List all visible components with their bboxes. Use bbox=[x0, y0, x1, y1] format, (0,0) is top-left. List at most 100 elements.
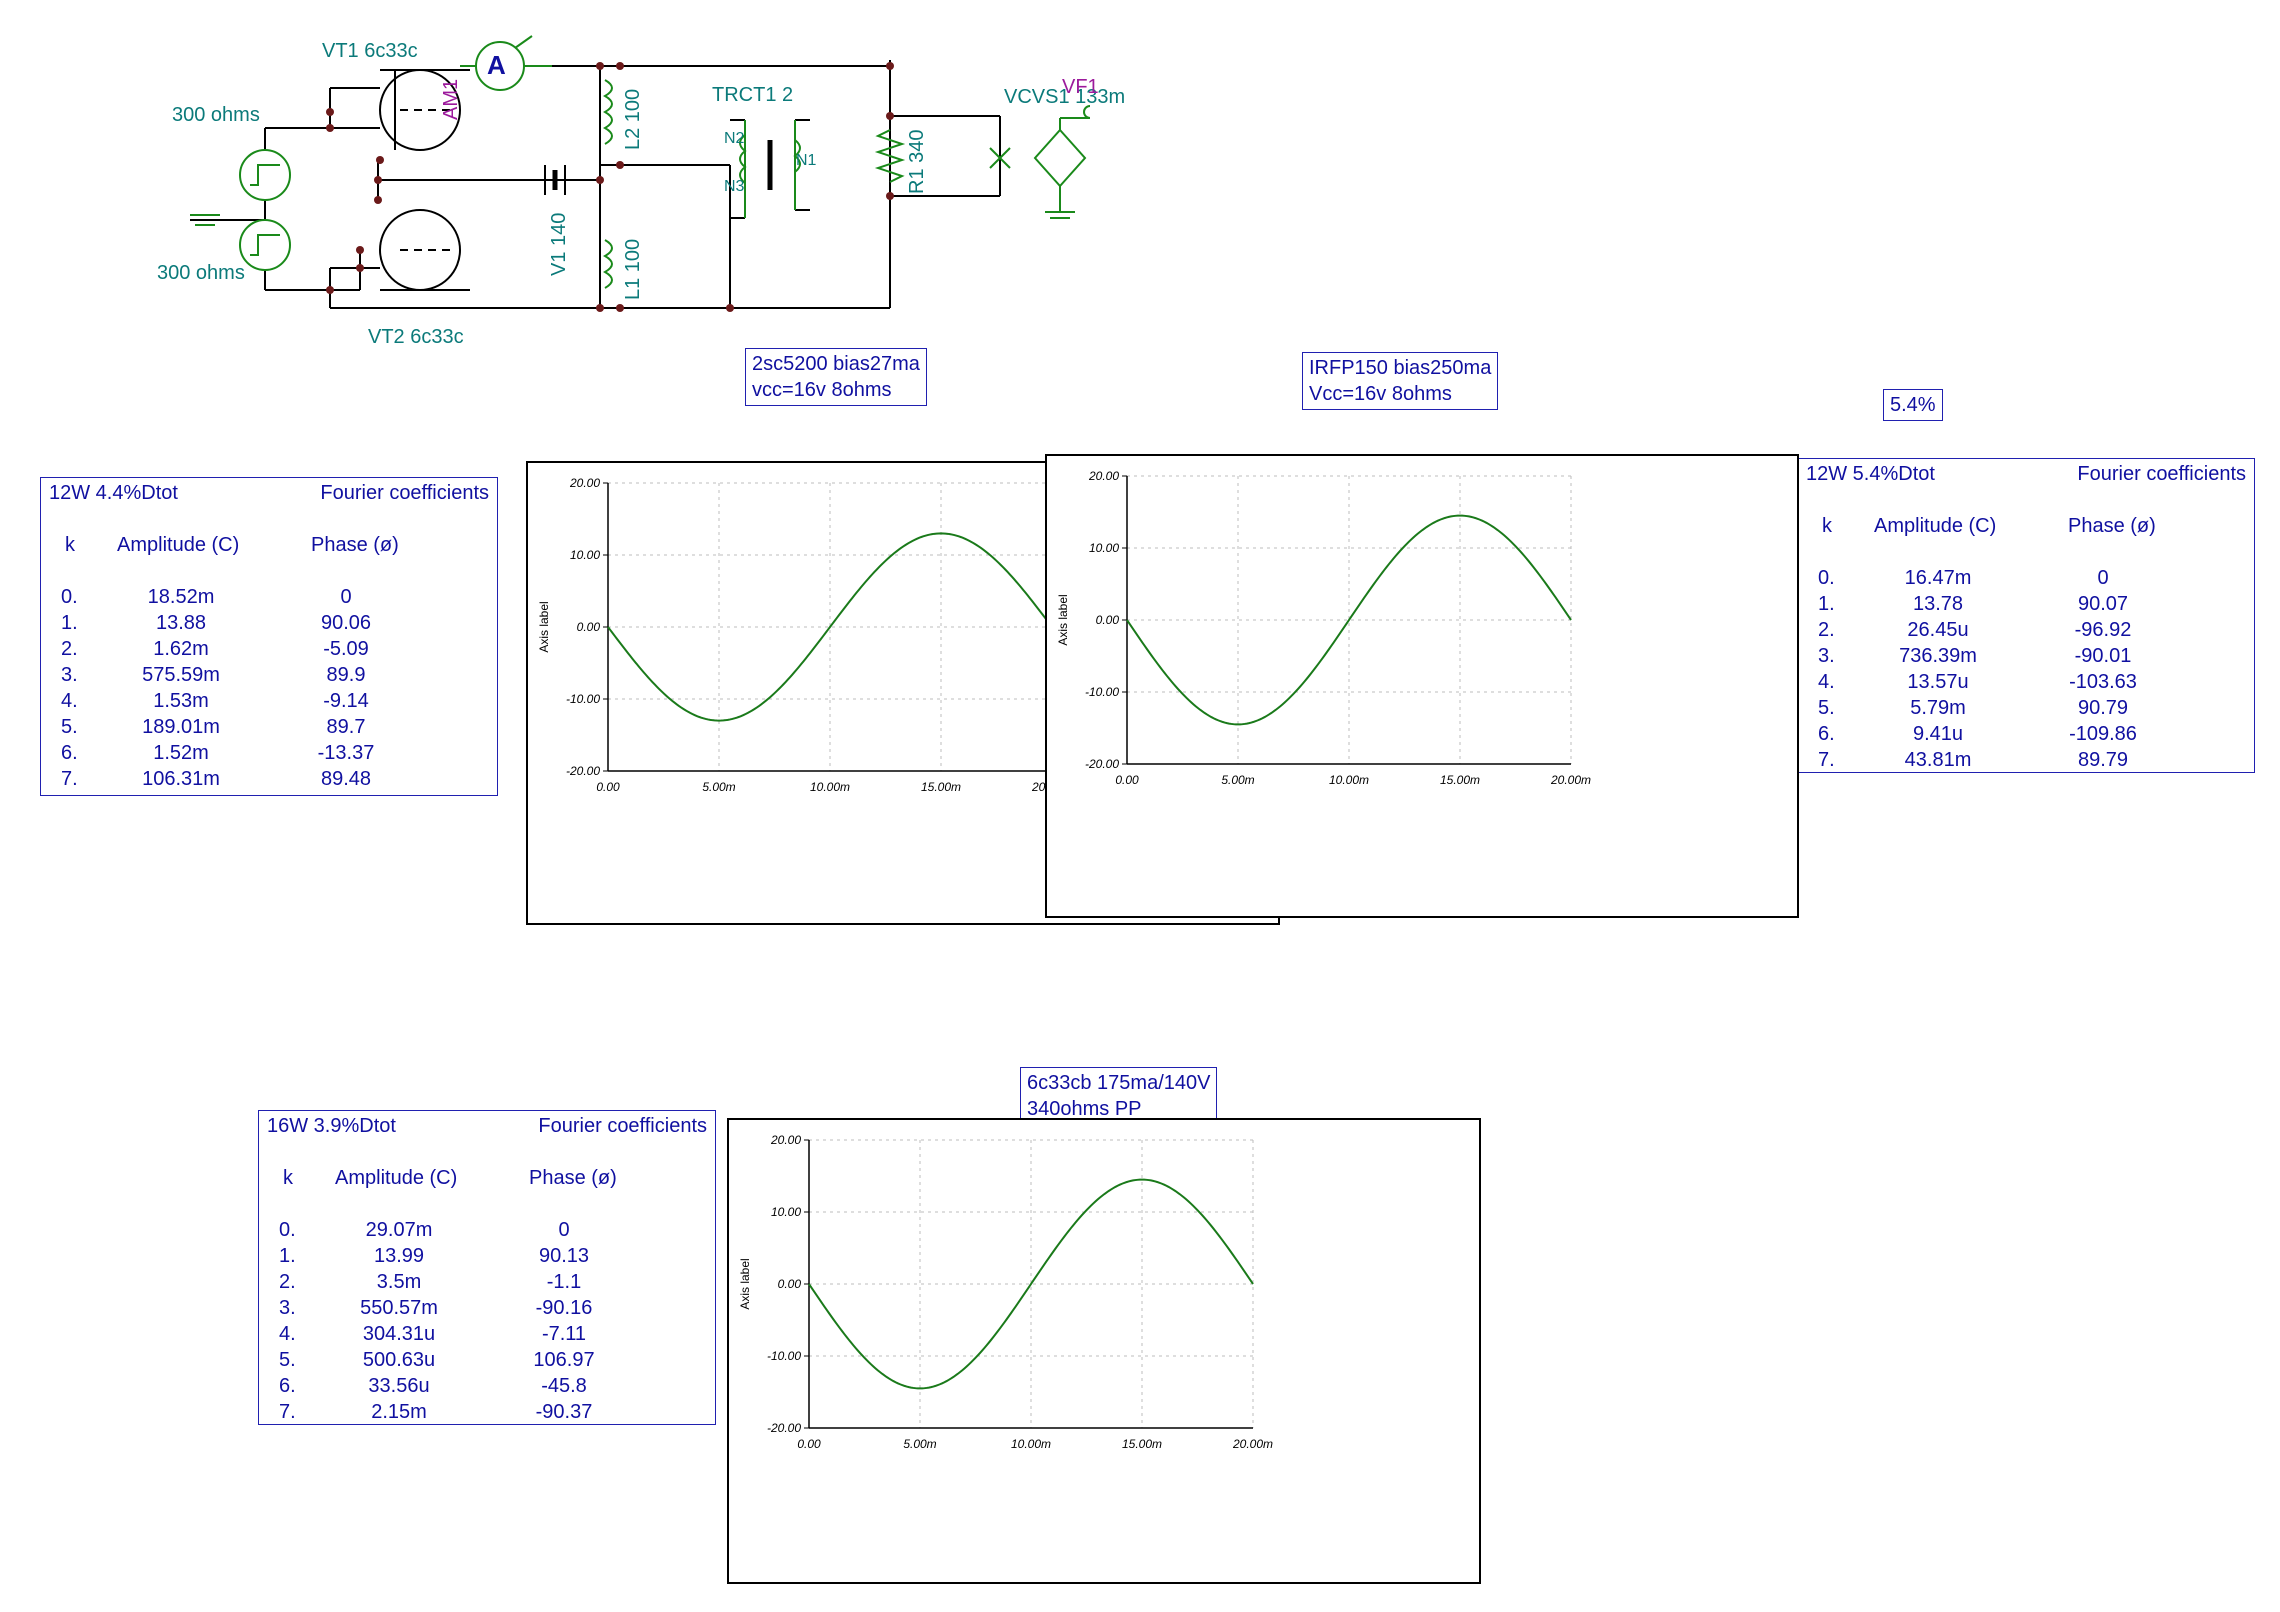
fourier-k: 7. bbox=[61, 768, 78, 790]
y-tick-label: -10.00 bbox=[566, 692, 600, 706]
fourier-k: 2. bbox=[61, 638, 78, 660]
ammeter-symbol: A bbox=[487, 50, 506, 80]
transformer-label: TRCT1 2 bbox=[712, 84, 794, 106]
x-tick-label: 10.00m bbox=[1011, 1437, 1051, 1451]
note-bjt: 2sc5200 bias27ma vcc=16v 8ohms bbox=[745, 348, 927, 406]
x-tick-label: 0.00 bbox=[1115, 773, 1139, 787]
fourier-row: 3.736.39m-90.01 bbox=[1798, 645, 2254, 671]
fourier-title: 16W 3.9%Dtot bbox=[267, 1115, 396, 1137]
fourier-row: 6.1.52m-13.37 bbox=[41, 742, 497, 768]
fourier-k: 4. bbox=[61, 690, 78, 712]
series-line bbox=[607, 532, 1053, 722]
fourier-heading: Fourier coefficients bbox=[538, 1115, 707, 1137]
y-tick-label: 10.00 bbox=[570, 548, 600, 562]
fourier-amplitude: 33.56u bbox=[368, 1375, 430, 1397]
fourier-k: 0. bbox=[61, 586, 78, 608]
fourier-k: 5. bbox=[279, 1349, 296, 1371]
fourier-table-3: 16W 3.9%Dtot Fourier coefficients k Amplitu… bbox=[258, 1110, 716, 1425]
note-tube-line1: 6c33cb 175ma/140V bbox=[1027, 1072, 1211, 1094]
chart-svg: 0.005.00m10.00m15.00m20.00m20.0010.000.0… bbox=[537, 476, 1072, 794]
fourier-phase: 0 bbox=[558, 1219, 570, 1241]
fourier-row: 4.304.31u-7.11 bbox=[259, 1323, 715, 1349]
vt1-label: VT1 6c33c bbox=[322, 40, 418, 62]
fourier-k: 4. bbox=[279, 1323, 296, 1345]
fourier-k: 0. bbox=[1818, 567, 1835, 589]
fourier-col-phase: Phase (ø) bbox=[2068, 515, 2156, 537]
fourier-amplitude: 13.78 bbox=[1912, 593, 1964, 615]
y-tick-label: -10.00 bbox=[767, 1349, 801, 1363]
y-tick-label: 10.00 bbox=[1089, 541, 1119, 555]
fourier-amplitude: 304.31u bbox=[362, 1323, 436, 1345]
fourier-col-amplitude: Amplitude (C) bbox=[117, 534, 240, 556]
x-tick-label: 20.00m bbox=[1232, 1437, 1273, 1451]
fourier-phase: 90.13 bbox=[538, 1245, 590, 1267]
fourier-phase: 89.48 bbox=[320, 768, 372, 790]
vcvs-label: VCVS1 133m bbox=[1004, 86, 1126, 108]
fourier-amplitude: 43.81m bbox=[1904, 749, 1972, 771]
fourier-amplitude: 1.53m bbox=[153, 690, 209, 712]
x-tick-label: 10.00m bbox=[1329, 773, 1369, 787]
fourier-phase: 0 bbox=[340, 586, 352, 608]
fourier-amplitude: 550.57m bbox=[360, 1297, 438, 1319]
fourier-amplitude: 16.47m bbox=[1904, 567, 1972, 589]
note-tube-line2: 340ohms PP bbox=[1027, 1098, 1142, 1120]
fourier-col-k: k bbox=[283, 1167, 293, 1189]
y-tick-label: -10.00 bbox=[1085, 685, 1119, 699]
fourier-col-k: k bbox=[1822, 515, 1832, 537]
y-tick-label: -20.00 bbox=[767, 1421, 801, 1435]
fourier-col-amplitude: Amplitude (C) bbox=[335, 1167, 458, 1189]
fourier-phase: -109.86 bbox=[2069, 723, 2137, 745]
schematic: VT1 6c33c VT2 6c33c 300 ohms 300 ohms AM… bbox=[0, 0, 1200, 360]
fourier-k: 1. bbox=[279, 1245, 296, 1267]
fourier-amplitude: 29.07m bbox=[365, 1219, 433, 1241]
fourier-amplitude: 1.52m bbox=[153, 742, 209, 764]
n2-label: N2 bbox=[724, 130, 745, 147]
fourier-k: 6. bbox=[61, 742, 78, 764]
fourier-k: 6. bbox=[279, 1375, 296, 1397]
fourier-phase: 106.97 bbox=[533, 1349, 595, 1371]
note-mosfet-line2: Vcc=16v 8ohms bbox=[1309, 383, 1452, 405]
fourier-k: 1. bbox=[61, 612, 78, 634]
fourier-k: 5. bbox=[61, 716, 78, 738]
fourier-k: 3. bbox=[61, 664, 78, 686]
fourier-phase: -90.37 bbox=[535, 1401, 593, 1423]
fourier-title: 12W 5.4%Dtot bbox=[1806, 463, 1935, 485]
y-axis-label: Axis label bbox=[1056, 594, 1070, 645]
y-tick-label: -20.00 bbox=[1085, 757, 1119, 771]
fourier-col-amplitude: Amplitude (C) bbox=[1874, 515, 1997, 537]
fourier-heading: Fourier coefficients bbox=[320, 482, 489, 504]
n3-label: N3 bbox=[724, 178, 745, 195]
fourier-k: 7. bbox=[1818, 749, 1835, 771]
fourier-row: 5. 5.79m 90.79 bbox=[1798, 697, 2254, 723]
fourier-phase: -96.92 bbox=[2074, 619, 2132, 641]
fourier-phase: 90.07 bbox=[2077, 593, 2129, 615]
fourier-phase: 90.79 bbox=[2077, 697, 2129, 719]
fourier-k: 5. bbox=[1818, 697, 1835, 719]
fourier-amplitude: 106.31m bbox=[142, 768, 220, 790]
fourier-amplitude: 1.62m bbox=[153, 638, 209, 660]
n1-label: N1 bbox=[796, 152, 817, 169]
note-mosfet: IRFP150 bias250ma Vcc=16v 8ohms bbox=[1302, 352, 1499, 410]
x-tick-label: 5.00m bbox=[1221, 773, 1254, 787]
fourier-k: 2. bbox=[1818, 619, 1835, 641]
fourier-amplitude: 5.79m bbox=[1910, 697, 1966, 719]
x-tick-label: 0.00 bbox=[596, 780, 620, 794]
source1-label: 300 ohms bbox=[172, 104, 260, 126]
fourier-amplitude: 13.88 bbox=[155, 612, 207, 634]
note-bjt-line1: 2sc5200 bias27ma bbox=[752, 353, 920, 375]
fourier-col-phase: Phase (ø) bbox=[311, 534, 399, 556]
fourier-amplitude: 575.59m bbox=[142, 664, 220, 686]
y-axis-label: Axis label bbox=[738, 1258, 752, 1309]
fourier-k: 2. bbox=[279, 1271, 296, 1293]
ammeter-label: AM1 bbox=[440, 78, 462, 120]
fourier-phase: 90.06 bbox=[320, 612, 372, 634]
note-pct-line1: 5.4% bbox=[1890, 394, 1936, 416]
